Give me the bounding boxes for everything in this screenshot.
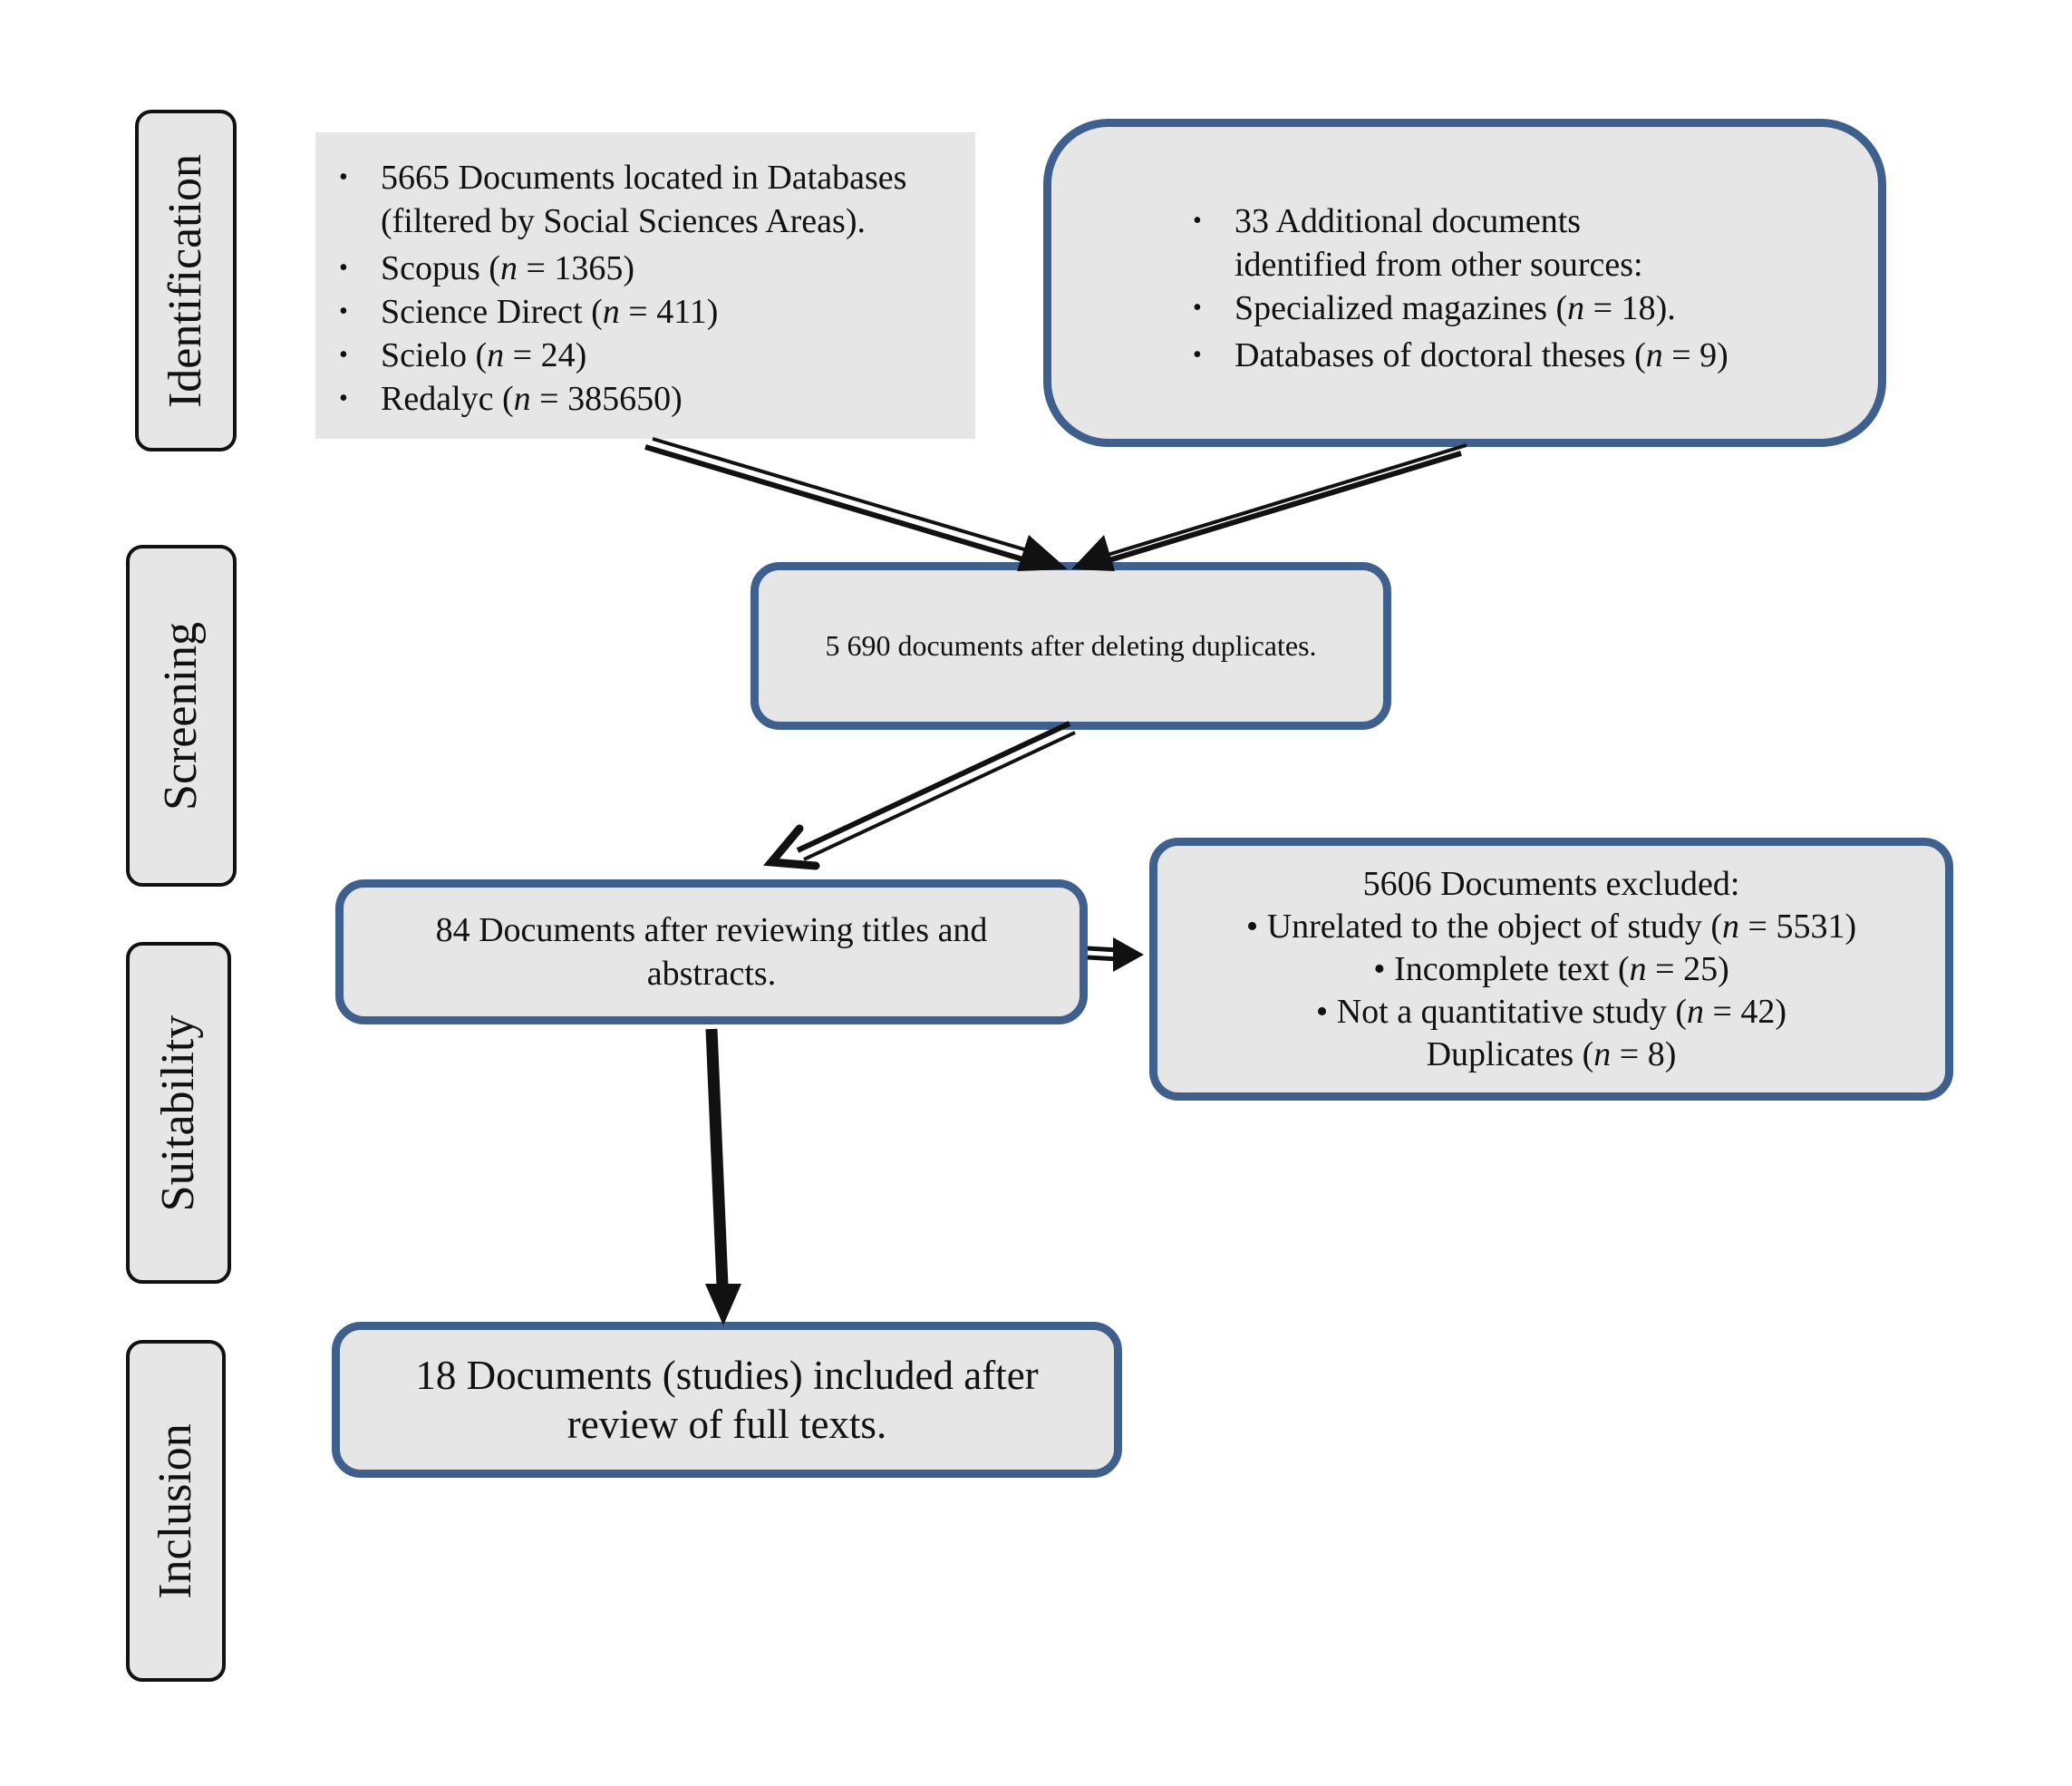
reviewed-line-2: abstracts. [646, 955, 777, 993]
reviewed-line-1: 84 Documents after reviewing titles and [435, 911, 988, 949]
included-line-2: review of full texts. [566, 1402, 887, 1447]
other-sources-summary: 33 Additional documents identified from … [1169, 199, 1878, 286]
database-item: Science Direct (n = 411) [315, 290, 975, 334]
database-item: Scopus (n = 1365) [315, 247, 975, 290]
excluded-item: • Incomplete text (n = 25) [1373, 949, 1729, 988]
databases-box: 5665 Documents located in Databases (fil… [315, 132, 975, 439]
arrow-reviewed-to-included [705, 1028, 741, 1325]
databases-line-2: (filtered by Social Sciences Areas). [381, 202, 866, 240]
other-sources-line-2: identified from other sources: [1234, 246, 1643, 284]
databases-summary: 5665 Documents located in Databases (fil… [315, 156, 975, 243]
excluded-item: • Unrelated to the object of study (n = … [1245, 907, 1857, 946]
stage-identification-label: Identification [160, 153, 211, 408]
database-item: Redalyc (n = 385650) [315, 377, 975, 421]
duplicates-text: 5 690 documents after deleting duplicate… [825, 629, 1317, 662]
other-source-item: Databases of doctoral theses (n = 9) [1169, 334, 1878, 377]
stage-screening: Screening [126, 545, 237, 887]
arrow-other-sources-to-duplicates [1071, 443, 1467, 571]
duplicates-box: 5 690 documents after deleting duplicate… [750, 562, 1391, 730]
other-source-item: Specialized magazines (n = 18). [1169, 286, 1878, 330]
database-item: Scielo (n = 24) [315, 334, 975, 377]
excluded-item: Duplicates (n = 8) [1426, 1034, 1677, 1073]
included-line-1: 18 Documents (studies) included after [415, 1353, 1039, 1398]
included-box: 18 Documents (studies) included after re… [332, 1322, 1122, 1478]
excluded-box: 5606 Documents excluded: • Unrelated to … [1149, 838, 1953, 1101]
stage-inclusion-label: Inclusion [150, 1422, 201, 1599]
databases-line-1: 5665 Documents located in Databases [381, 159, 907, 197]
excluded-item: • Not a quantitative study (n = 42) [1315, 992, 1787, 1031]
other-sources-line-1: 33 Additional documents [1234, 202, 1582, 240]
excluded-title: 5606 Documents excluded: [1362, 864, 1740, 903]
stage-inclusion: Inclusion [126, 1340, 226, 1682]
arrow-duplicates-to-reviewed [762, 721, 1076, 870]
stage-suitability: Suitability [126, 942, 231, 1284]
other-sources-box: 33 Additional documents identified from … [1043, 119, 1886, 447]
stage-screening-label: Screening [155, 621, 207, 810]
stage-identification: Identification [135, 110, 237, 451]
other-sources-list: 33 Additional documents identified from … [1169, 199, 1878, 377]
reviewed-box: 84 Documents after reviewing titles and … [335, 879, 1088, 1024]
databases-list: 5665 Documents located in Databases (fil… [315, 156, 975, 421]
stage-suitability-label: Suitability [152, 1014, 204, 1211]
arrow-reviewed-to-excluded [1087, 937, 1144, 972]
arrow-databases-to-duplicates [644, 437, 1068, 571]
